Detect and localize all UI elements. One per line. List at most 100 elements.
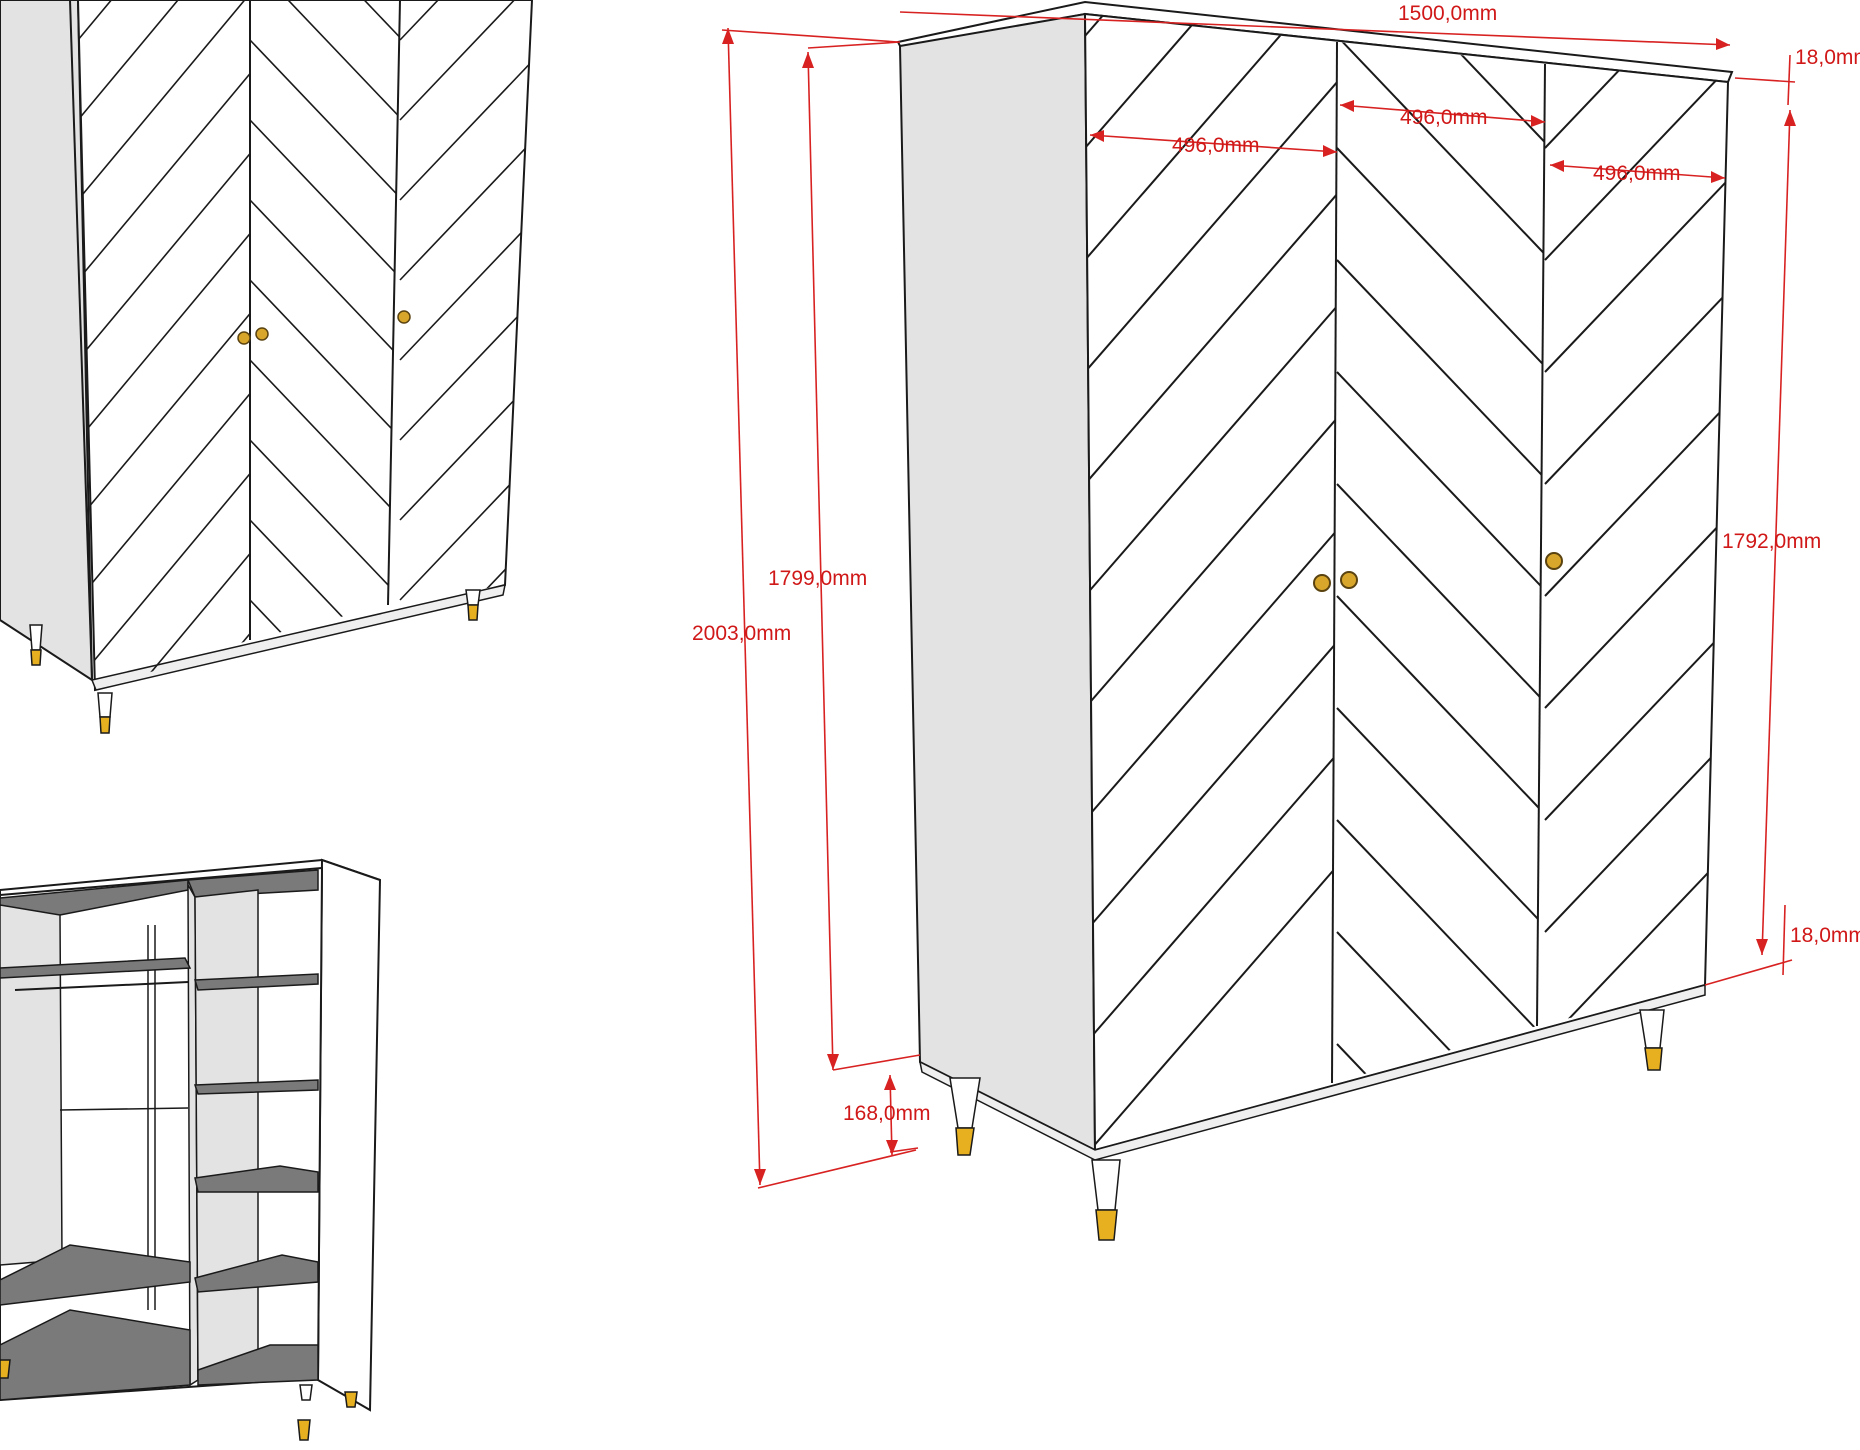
shelf-bottom-left — [0, 1244, 191, 1306]
arrow-head — [827, 1054, 839, 1070]
shelf-4 — [194, 1254, 319, 1293]
hatch-line — [399, 0, 532, 41]
tapered-leg-icon — [955, 1127, 975, 1156]
label-door-width-right: 496,0mm — [1593, 162, 1681, 185]
dim-ext-body-top — [807, 41, 901, 49]
hatch-line — [1336, 595, 1545, 816]
hatch-line — [250, 359, 400, 519]
hatch-line — [250, 199, 400, 359]
dim-ext-total-bottom — [757, 1149, 917, 1189]
hatch-line — [400, 701, 532, 840]
dim-ext-total-top — [721, 29, 899, 43]
tapered-leg-icon — [465, 589, 481, 606]
hatch-line — [399, 220, 532, 361]
tapered-leg-icon — [949, 1077, 981, 1129]
hatch-line — [250, 0, 400, 119]
interior-view — [0, 858, 382, 1441]
legs — [949, 1009, 1665, 1241]
hatch-line — [1337, 1156, 1545, 1374]
dimensioned-front-view: 1500,0mm 496,0mm 496,0mm 496,0mm 18,0mm … — [692, 0, 1860, 1374]
round-knob-icon — [1313, 574, 1331, 592]
top-shadow-right — [186, 869, 319, 898]
hatch-line — [1545, 0, 1728, 36]
hatch-line — [250, 519, 400, 640]
hatch-line — [1085, 81, 1337, 373]
dim-ext-leg — [889, 1147, 919, 1153]
divider-panel — [194, 889, 259, 1381]
round-knob-icon — [397, 310, 411, 324]
hatch-line — [78, 473, 250, 681]
hatch-line — [1085, 753, 1337, 1045]
bottom-plinth — [90, 584, 506, 691]
hatch-line — [250, 439, 400, 599]
hatch-line — [1085, 14, 1337, 149]
tapered-leg-icon — [99, 716, 111, 734]
label-total-width: 1500,0mm — [1398, 2, 1497, 25]
hatch-line — [1544, 64, 1728, 149]
front-view-cropped — [0, 0, 534, 840]
dimension-arrows — [722, 28, 1796, 1185]
dim-line-door-height — [1761, 109, 1791, 956]
hatch-line — [1544, 291, 1728, 485]
door-seam-2 — [387, 0, 401, 606]
back-panel-line — [59, 1107, 189, 1111]
hatch-line — [1336, 931, 1545, 1083]
hatch-line — [78, 393, 250, 601]
shelves-left-compartment — [0, 957, 192, 1401]
hatch-line — [1085, 305, 1337, 597]
label-total-height: 2003,0mm — [692, 622, 791, 645]
hatch-line — [399, 380, 532, 521]
legs-left-view — [29, 589, 481, 734]
arrow-head — [802, 52, 814, 68]
hatch-line — [1544, 851, 1728, 1026]
hatch-line — [1544, 179, 1728, 373]
hatch-line — [1544, 739, 1728, 933]
hatch-line — [250, 680, 400, 838]
hatch-line — [250, 279, 400, 439]
shelf-top-left — [0, 957, 192, 979]
floor-right — [197, 1344, 319, 1386]
label-leg-height: 168,0mm — [843, 1102, 931, 1125]
hatch-line — [78, 153, 250, 361]
hatch-line — [399, 140, 532, 281]
hatch-line — [78, 233, 250, 441]
tapered-leg-icon — [299, 1384, 313, 1401]
hatch-line — [1336, 707, 1545, 928]
dim-line-bottom-ext — [1704, 959, 1793, 986]
dim-line-total-height — [727, 27, 761, 1186]
top-shadow-left — [0, 879, 189, 921]
plinth — [918, 984, 1706, 1161]
side-panel-left-view — [0, 0, 94, 682]
arrow-head — [1531, 115, 1545, 127]
front-panel-left-view — [76, 0, 534, 692]
door-seam-1 — [1331, 41, 1338, 1084]
tapered-leg-icon — [1095, 1209, 1118, 1241]
herringbone-pattern — [1085, 0, 1728, 1374]
arrow-head — [1756, 939, 1768, 955]
dim-ext-body-bottom — [832, 1054, 921, 1071]
shelf-2 — [193, 1079, 319, 1095]
dim-line-door-left — [1089, 134, 1338, 153]
round-knob-icon — [255, 327, 269, 341]
hatch-line — [78, 0, 250, 41]
front-edge-line — [69, 0, 93, 681]
tapered-leg-icon — [344, 1391, 358, 1408]
hatch-line — [1336, 42, 1545, 144]
dim-line-bottom-thickness — [1782, 904, 1786, 976]
hatch-line — [399, 0, 532, 121]
tapered-leg-icon — [29, 624, 43, 651]
hatch-line — [1336, 819, 1545, 1040]
round-knob-icon — [1545, 552, 1563, 570]
label-body-height: 1799,0mm — [768, 567, 867, 590]
shelf-3 — [194, 1165, 319, 1193]
shelves-right-compartment — [193, 973, 319, 1386]
round-knob-icon — [237, 331, 251, 345]
arrow-head — [1784, 110, 1796, 126]
hatch-line — [1085, 417, 1337, 709]
dimension-lines — [721, 11, 1796, 1189]
handles — [1313, 552, 1563, 592]
tapered-leg-icon — [1639, 1009, 1665, 1049]
tapered-leg-icon — [1644, 1047, 1663, 1071]
tapered-leg-icon — [1091, 1159, 1121, 1211]
shelf-1 — [194, 973, 319, 991]
